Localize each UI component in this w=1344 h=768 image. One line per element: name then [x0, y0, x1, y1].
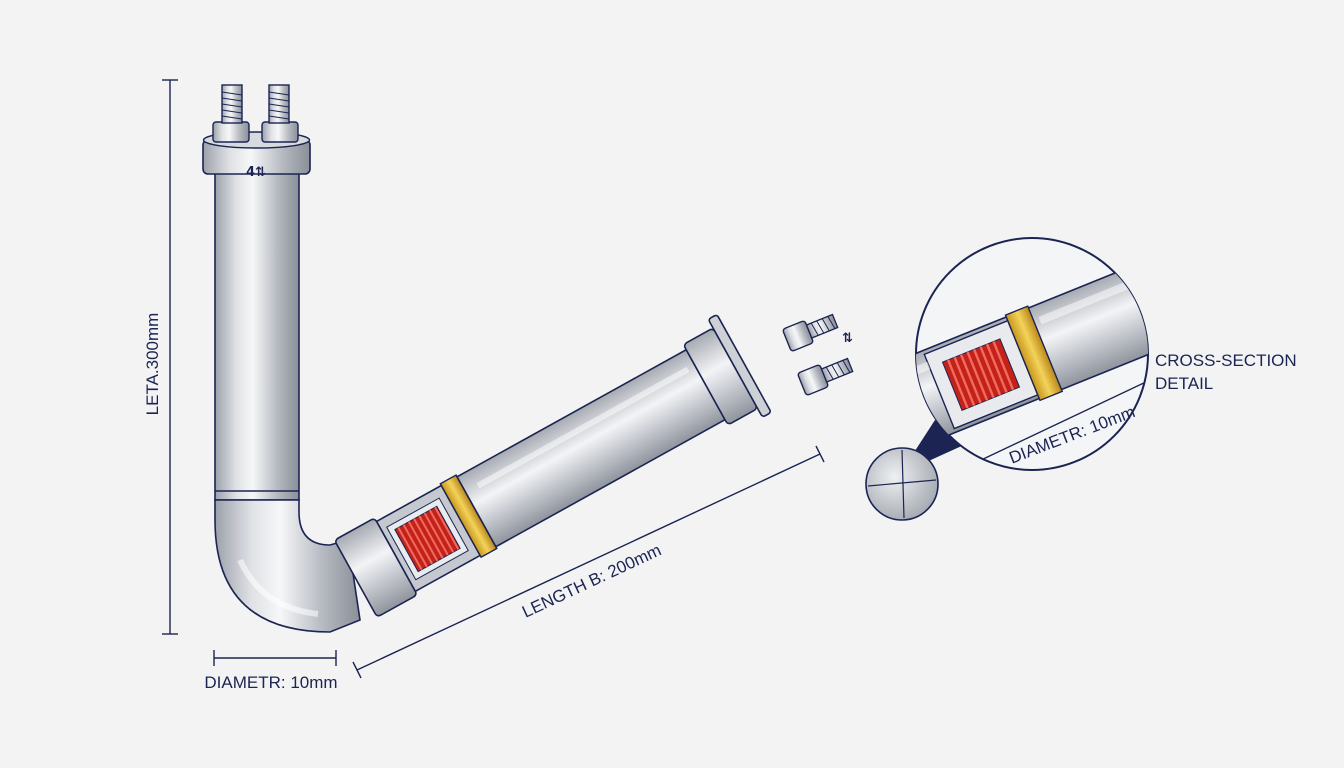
vertical-tube	[214, 169, 300, 501]
detail-source-sphere	[865, 447, 939, 521]
diameter-label: DIAMETR: 10mm	[204, 673, 337, 692]
length-dimension	[352, 445, 825, 679]
diagonal-tube	[335, 314, 771, 617]
detail-callout	[865, 237, 1149, 521]
tube-elbow	[214, 499, 361, 633]
diameter-dimension	[213, 650, 337, 666]
height-label: LETA.300mm	[143, 313, 162, 416]
cross-section-label-line2: DETAIL	[1155, 374, 1213, 393]
side-terminals	[782, 313, 839, 352]
cross-section-label-line1: CROSS-SECTION	[1155, 351, 1297, 370]
heating-coil	[394, 505, 461, 573]
side-terminal-lower	[797, 357, 854, 396]
top-terminal-head	[202, 84, 311, 175]
side-terminal-mark: ⇅	[842, 331, 853, 346]
top-terminal-mark: 4⇅	[246, 165, 266, 180]
height-dimension	[162, 79, 178, 635]
length-label: LENGTH B: 200mm	[519, 540, 664, 621]
